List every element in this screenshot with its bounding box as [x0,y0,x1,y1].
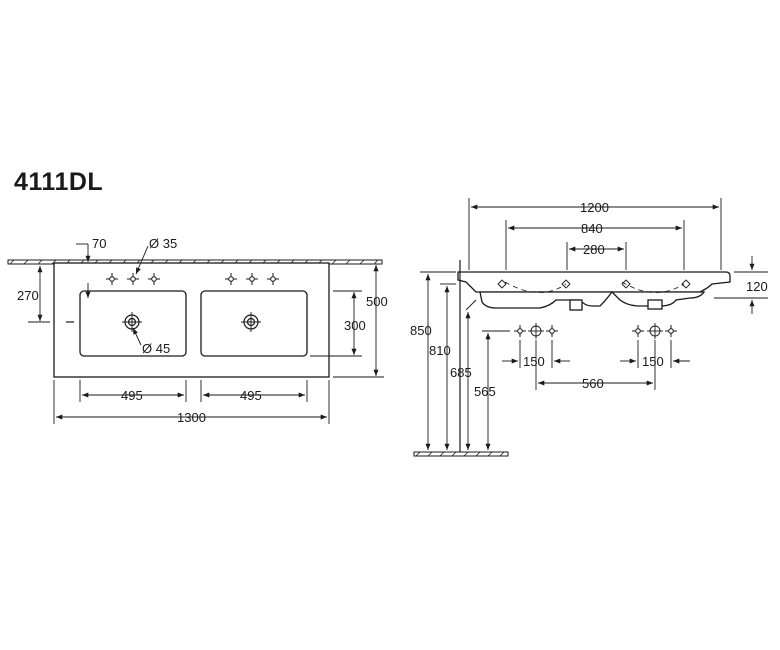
hatch-mark [373,259,379,265]
dim-1300-label: 1300 [177,410,206,425]
dim-565-label: 565 [474,384,496,399]
hatch-mark [463,451,469,457]
side-view: 1200 840 280 120 850 [410,198,768,457]
dim-1300: 1300 [53,380,330,425]
dim-560-label: 560 [582,376,604,391]
dim-120-label: 120 [746,279,768,294]
hatch-mark [415,451,421,457]
hatch-mark [23,259,29,265]
dim-565: 565 [474,330,510,450]
right-waste [647,299,663,310]
dim-150-left-label: 150 [523,354,545,369]
counter-profile [457,271,731,293]
dim-500: 500 [333,265,388,378]
left-waste [569,299,583,311]
side-tap-marks [497,279,691,289]
dim-495-left: 495 [79,380,187,403]
hatch-mark [475,451,481,457]
dim-280: 280 [566,242,627,270]
hatch-mark [451,451,457,457]
model-title: 4111DL [14,168,104,196]
dim-150-right: 150 [620,340,690,369]
dim-560: 560 [535,340,656,391]
dim-70: 70 [76,236,106,262]
hatch-mark [9,259,15,265]
dim-810: 810 [429,283,456,450]
left-drain [122,312,142,332]
hatch-mark [345,259,351,265]
dim-300-label: 300 [344,318,366,333]
dim-hole-label: Ø 35 [149,236,177,251]
hatch-mark [51,259,57,265]
hatch-mark [37,259,43,265]
dim-120: 120 [714,256,768,314]
dim-150-right-label: 150 [642,354,664,369]
connection-group-right [631,323,678,339]
dim-150-left: 150 [502,340,570,369]
dim-270: 270 [17,266,91,323]
hatch-mark [487,451,493,457]
right-drain [241,312,261,332]
dim-840-label: 840 [581,221,603,236]
dim-840: 840 [505,220,685,270]
dim-495-right-label: 495 [240,388,262,403]
dim-810-label: 810 [429,343,451,358]
dim-drain-label: Ø 45 [142,341,170,356]
bowl-underside [479,291,706,309]
hatch-mark [499,451,505,457]
dim-500-label: 500 [366,294,388,309]
dim-1200-label: 1200 [580,200,609,215]
hatch-mark [331,259,337,265]
left-basin [79,290,187,357]
dim-495-right: 495 [200,380,308,403]
dim-70-label: 70 [92,236,106,251]
dim-drain: Ø 45 [132,327,170,356]
dim-850-label: 850 [410,323,432,338]
top-view: 70 Ø 35 270 Ø 45 300 [7,236,388,425]
dim-850: 850 [410,271,456,450]
dim-685-label: 685 [450,365,472,380]
hatch-mark [427,451,433,457]
floor [413,451,509,457]
dim-300: 300 [310,290,366,357]
dim-685: 685 [450,299,477,450]
hatch-mark [359,259,365,265]
dim-270-label: 270 [17,288,39,303]
dim-1200: 1200 [468,198,722,270]
hatch-mark [439,451,445,457]
dim-hole: Ø 35 [135,236,177,275]
dim-495-left-label: 495 [121,388,143,403]
dim-280-label: 280 [583,242,605,257]
connection-group-left [513,323,559,339]
